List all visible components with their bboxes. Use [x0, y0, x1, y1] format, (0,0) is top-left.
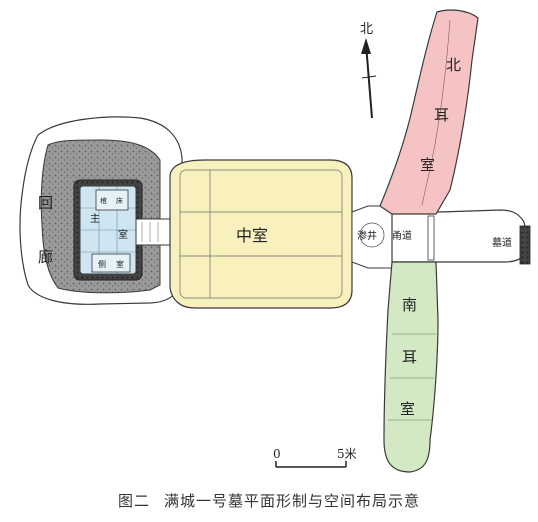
passage-label: 甬道 [392, 229, 412, 242]
scale-bar-end: 5米 [337, 447, 357, 461]
south-chamber-label-3: 室 [400, 400, 415, 418]
passage-corridor [391, 209, 529, 263]
corridor-label-2: 廊 [38, 248, 53, 266]
side-room-label-1: 侧 [98, 259, 106, 269]
north-arrow [361, 38, 377, 119]
corridor-label-1: 回 [38, 194, 53, 212]
scale-bar-start: 0 [273, 447, 281, 461]
side-room [91, 253, 131, 273]
central-chamber-label: 中室 [236, 226, 268, 245]
caption-text: 满城一号墓平面形制与空间布局示意 [164, 492, 421, 510]
main-chamber-label-2: 室 [118, 228, 128, 241]
north-chamber-edge [421, 19, 451, 206]
main-passage [135, 218, 177, 246]
side-room-label-2: 室 [116, 259, 124, 269]
coffin-bed-label-2: 床 [116, 196, 123, 205]
seepage-well-label: 渗井 [357, 229, 377, 242]
seepage-well [359, 222, 385, 248]
passage-door [427, 215, 435, 261]
tomb-passage-end [519, 225, 531, 265]
north-chamber-label-1: 北 [446, 56, 461, 74]
north-chamber-label-3: 室 [420, 156, 435, 174]
caption-number: 图二 [117, 492, 150, 510]
figure-caption: 图二满城一号墓平面形制与空间布局示意 [0, 490, 538, 511]
south-chamber-label-2: 耳 [402, 348, 417, 366]
coffin-bed [95, 189, 129, 211]
main-chamber-label-1: 主 [90, 213, 100, 225]
central-chamber [169, 159, 353, 309]
north-ear-chamber [379, 9, 479, 215]
north-arrow-label: 北 [360, 22, 373, 37]
scale-bar [275, 461, 347, 468]
tomb-passage-label: 墓道 [492, 236, 512, 249]
coffin-bed-label-1: 棺 [100, 196, 107, 205]
south-ear-chamber [383, 261, 439, 473]
central-chamber-inner [179, 169, 343, 299]
south-chamber-label-1: 南 [402, 296, 417, 314]
north-chamber-label-2: 耳 [434, 106, 449, 124]
